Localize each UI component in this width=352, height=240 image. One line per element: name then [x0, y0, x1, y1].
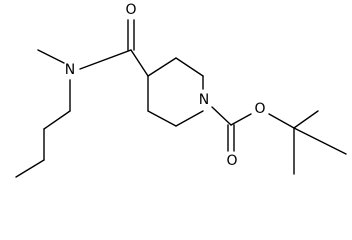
atom-ring-nitrogen: N — [199, 92, 209, 108]
bond-carbamate-ether-o — [230, 113, 252, 126]
atom-amide-nitrogen: N — [65, 62, 75, 78]
atom-labels: O N N O O — [65, 2, 266, 169]
atom-carbamate-oxygen: O — [226, 153, 237, 169]
bond-ring-c3-c2 — [175, 57, 204, 77]
bond-tbu-methyl-right — [293, 127, 347, 155]
atom-ether-oxygen: O — [254, 101, 265, 117]
bond-butyl-4 — [15, 159, 45, 178]
bond-ring-c4-c3 — [147, 57, 177, 77]
bond-tbu-methyl-up — [293, 110, 319, 129]
bond-carbonyl-ring — [130, 49, 149, 77]
bonds — [15, 19, 347, 178]
bond-ring-n-c6 — [175, 110, 204, 127]
atom-amide-oxygen: O — [125, 2, 136, 18]
bond-ether-o-tbu — [268, 113, 295, 129]
bond-butyl-2 — [43, 110, 71, 130]
bond-n-methyl — [37, 49, 65, 64]
molecule-structure-diagram: O N N O O — [15, 2, 347, 178]
bond-ring-n-carbamate — [211, 106, 232, 126]
bond-carbonyl-amide-n — [79, 49, 132, 70]
bond-ring-c6-c5 — [147, 110, 177, 127]
